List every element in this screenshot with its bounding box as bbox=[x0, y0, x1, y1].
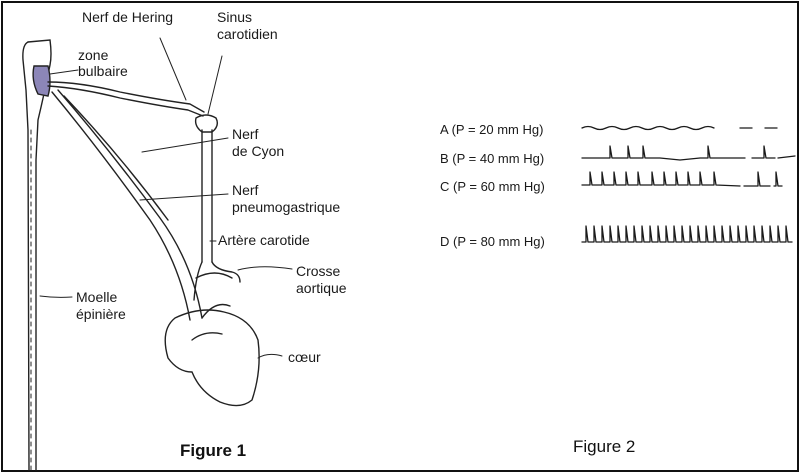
trace-label-d: D (P = 80 mm Hg) bbox=[440, 234, 545, 249]
label-zone-line2: bulbaire bbox=[78, 63, 128, 79]
label-sinus-line2: carotidien bbox=[217, 26, 278, 42]
label-crosse-line1: Crosse bbox=[296, 263, 340, 279]
trace-b bbox=[582, 146, 795, 160]
nerf-pneumo-path bbox=[52, 92, 190, 320]
trace-label-a: A (P = 20 mm Hg) bbox=[440, 122, 543, 137]
leader-moelle bbox=[40, 296, 72, 297]
label-crosse-line2: aortique bbox=[296, 280, 347, 296]
label-moelle-line2: épinière bbox=[76, 306, 126, 322]
figure2-caption: Figure 2 bbox=[573, 437, 635, 457]
trace-label-b: B (P = 40 mm Hg) bbox=[440, 151, 544, 166]
label-pneumo-line1: Nerf bbox=[232, 182, 258, 198]
label-moelle-line1: Moelle bbox=[76, 289, 117, 305]
label-sinus-line1: Sinus bbox=[217, 9, 252, 25]
leader-hering bbox=[160, 38, 186, 100]
leader-coeur bbox=[258, 354, 282, 358]
label-artere-carotide: Artère carotide bbox=[218, 232, 310, 248]
leader-crosse bbox=[238, 267, 292, 270]
label-nerf-hering: Nerf de Hering bbox=[82, 9, 173, 25]
trace-c bbox=[582, 172, 782, 186]
label-cyon-line1: Nerf bbox=[232, 126, 258, 142]
leader-sinus bbox=[208, 56, 222, 114]
label-coeur: cœur bbox=[288, 349, 321, 365]
crosse-aortique bbox=[194, 262, 240, 300]
trace-label-c: C (P = 60 mm Hg) bbox=[440, 179, 545, 194]
zone-bulbaire bbox=[33, 66, 50, 96]
leader-cyon bbox=[142, 138, 228, 152]
leader-zone bbox=[50, 70, 78, 74]
figure1-caption: Figure 1 bbox=[180, 441, 246, 461]
label-pneumo-line2: pneumogastrique bbox=[232, 199, 340, 215]
leader-pneumo bbox=[140, 194, 228, 200]
trace-d bbox=[582, 226, 792, 242]
label-cyon-line2: de Cyon bbox=[232, 143, 284, 159]
label-zone-line1: zone bbox=[78, 47, 108, 63]
sinus-carotidien bbox=[196, 115, 218, 132]
moelle-outline-left bbox=[23, 42, 29, 470]
coeur-shape bbox=[165, 310, 259, 406]
trace-a bbox=[582, 127, 777, 130]
